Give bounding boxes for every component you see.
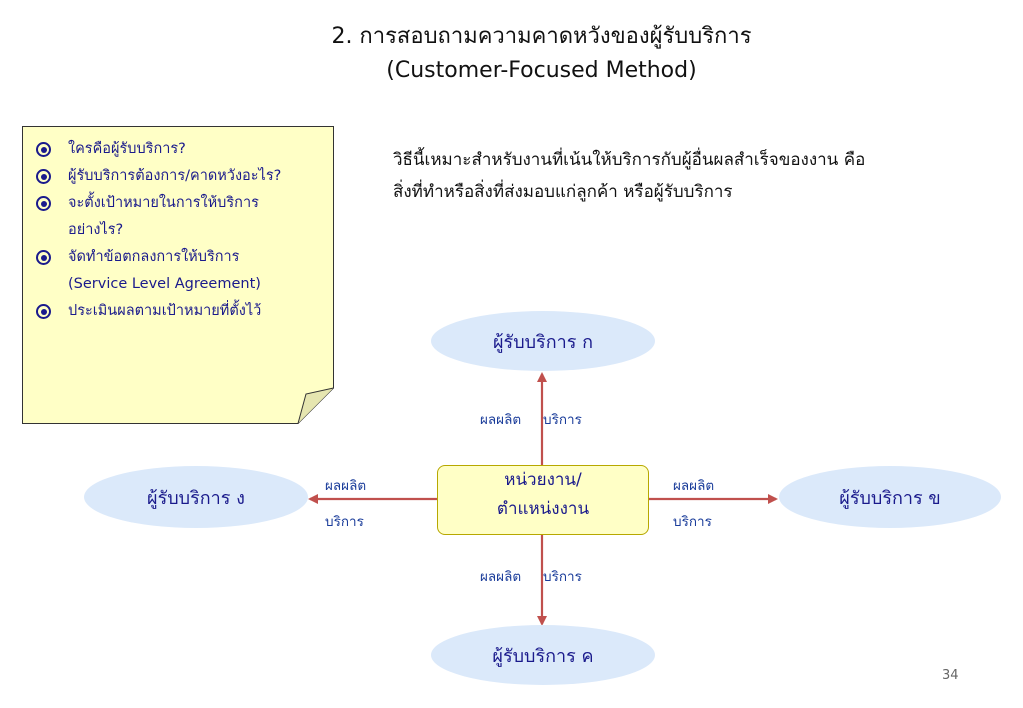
- page-number: 34: [942, 668, 959, 683]
- radio-bullet-icon: [36, 196, 51, 211]
- customer-a-ellipse: ผู้รับบริการ ก: [431, 311, 655, 371]
- right-product-label: ผลผลิต: [673, 478, 715, 494]
- left-product-label: ผลผลิต: [325, 478, 367, 494]
- slide-title-line1: 2. การสอบถามความคาดหวังของผู้รับบริการ: [331, 24, 752, 49]
- description: วิธีนี้เหมาะสำหรับงานที่เน้นให้บริการกับ…: [393, 144, 963, 208]
- note-item: ผู้รับบริการต้องการ/คาดหวังอะไร?: [36, 163, 336, 190]
- left-service-label: บริการ: [325, 514, 364, 530]
- note-item: จะตั้งเป้าหมายในการให้บริการ: [36, 190, 336, 217]
- unit-label: หน่วยงาน/: [504, 470, 582, 490]
- note-item-continuation: (Service Level Agreement): [68, 276, 261, 292]
- unit-position-box: หน่วยงาน/ ตำแหน่งงาน: [437, 465, 649, 535]
- note-list: ใครคือผู้รับบริการ? ผู้รับบริการต้องการ/…: [22, 136, 336, 325]
- customer-d-ellipse: ผู้รับบริการ ง: [84, 466, 308, 528]
- sticky-note: ใครคือผู้รับบริการ? ผู้รับบริการต้องการ/…: [22, 126, 334, 424]
- bottom-service-label: บริการ: [543, 569, 582, 585]
- note-item: จัดทำข้อตกลงการให้บริการ: [36, 244, 336, 271]
- top-product-label: ผลผลิต: [480, 412, 522, 428]
- customer-b-ellipse: ผู้รับบริการ ข: [779, 466, 1001, 528]
- description-line2: สิ่งที่ทำหรือสิ่งที่ส่งมอบแก่ลูกค้า หรือ…: [393, 182, 733, 202]
- sticky-note-shape: [22, 126, 334, 424]
- note-item: ใครคือผู้รับบริการ?: [36, 136, 336, 163]
- description-line1: วิธีนี้เหมาะสำหรับงานที่เน้นให้บริการกับ…: [393, 150, 866, 170]
- radio-bullet-icon: [36, 142, 51, 157]
- top-service-label: บริการ: [543, 412, 582, 428]
- customer-c-ellipse: ผู้รับบริการ ค: [431, 625, 655, 685]
- radio-bullet-icon: [36, 250, 51, 265]
- slide-title-line2: (Customer-Focused Method): [386, 58, 697, 83]
- radio-bullet-icon: [36, 169, 51, 184]
- note-item-continuation: อย่างไร?: [68, 222, 124, 238]
- right-service-label: บริการ: [673, 514, 712, 530]
- position-label: ตำแหน่งงาน: [496, 499, 590, 519]
- bottom-product-label: ผลผลิต: [480, 569, 522, 585]
- radio-bullet-icon: [36, 304, 51, 319]
- note-item: ประเมินผลตามเป้าหมายที่ตั้งไว้: [36, 298, 336, 325]
